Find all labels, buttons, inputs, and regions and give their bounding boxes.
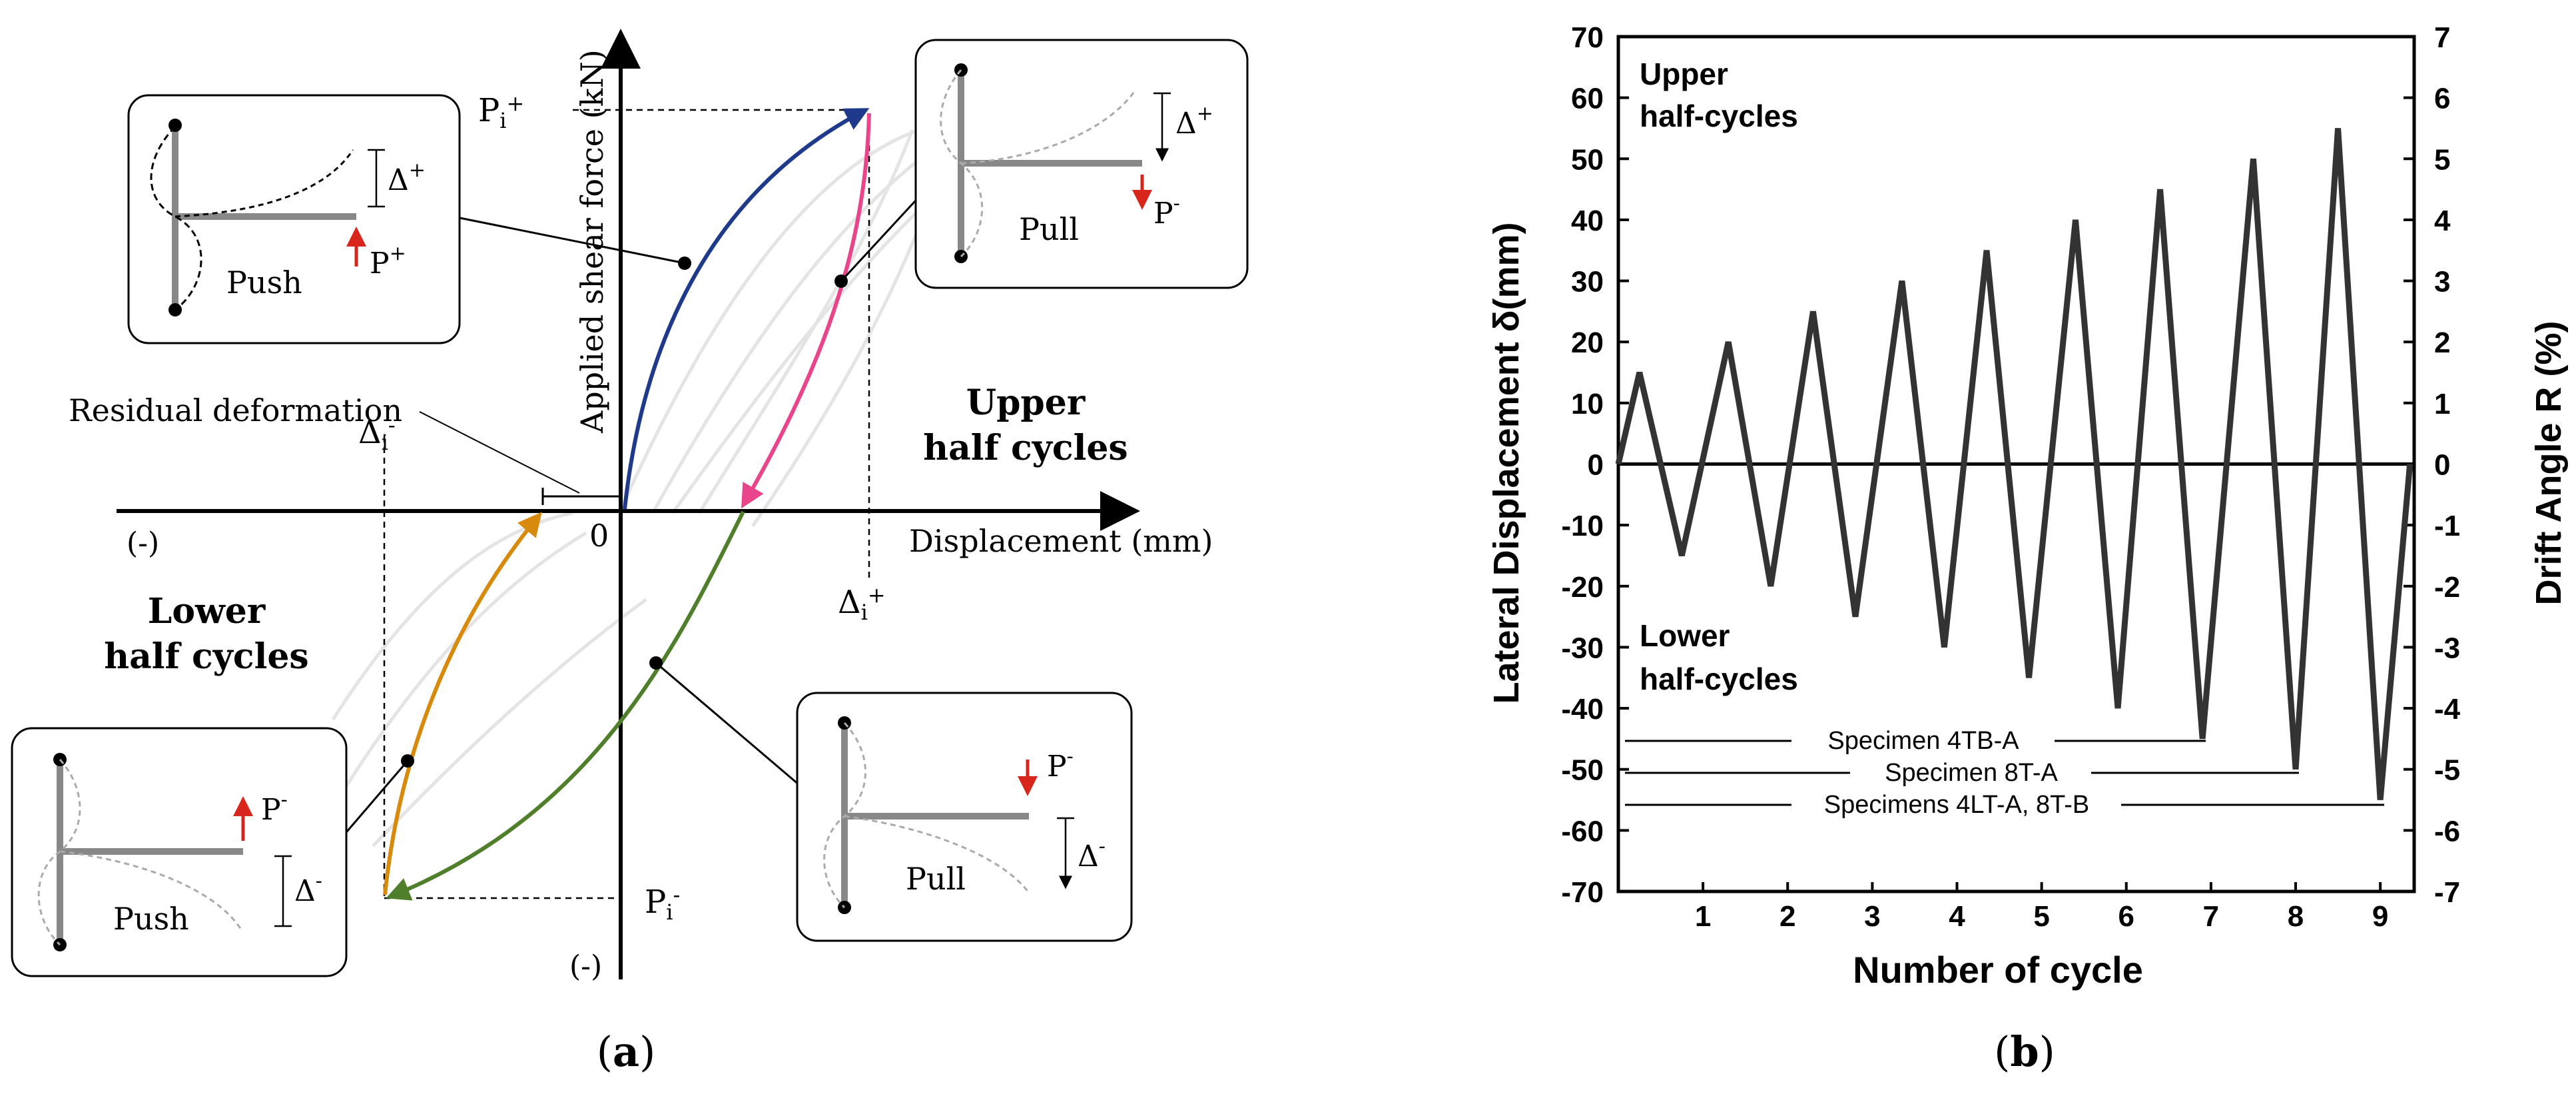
delta-i-minus-label: Δi- <box>358 412 396 455</box>
y-tick-label-left: -10 <box>1561 510 1604 542</box>
neg-x-label: (-) <box>127 526 159 560</box>
svg-text:P-: P- <box>1153 192 1180 231</box>
spec-3-label: Specimens 4LT-A, 8T-B <box>1824 791 2089 819</box>
y-tick-label-right: 5 <box>2434 143 2450 176</box>
origin-label: 0 <box>589 518 609 554</box>
y-tick-label-left: -60 <box>1561 815 1604 847</box>
y-tick-label-right: 3 <box>2434 266 2450 298</box>
x-tick-label: 1 <box>1695 900 1711 933</box>
spec-2-label: Specimen 8T-A <box>1885 759 2058 787</box>
residual-marker <box>541 488 619 505</box>
p-i-minus-label: Pi- <box>645 882 680 925</box>
y-tick-label-left: 0 <box>1588 449 1604 482</box>
y-axis-title-right: Drift Angle R (%) <box>2529 321 2569 606</box>
svg-text:P-: P- <box>261 788 288 827</box>
y-tick-label-right: -5 <box>2434 754 2460 787</box>
lower-label-2: half-cycles <box>1640 662 1798 696</box>
upper-label-2: half-cycles <box>1640 99 1798 133</box>
y-tick-label-left: 10 <box>1571 388 1604 420</box>
y-tick-label-left: 60 <box>1571 83 1604 115</box>
y-tick-label-right: 1 <box>2434 388 2450 420</box>
y-tick-label-right: 6 <box>2434 83 2450 115</box>
y-tick-label-left: 30 <box>1571 266 1604 298</box>
loading-curve-lower <box>383 512 542 895</box>
y-tick-label-left: 20 <box>1571 326 1604 359</box>
svg-text:Push: Push <box>226 265 302 300</box>
cycle-line <box>1615 128 2414 800</box>
upper-label-1: Upper <box>1640 57 1728 91</box>
unloading-curve-lower <box>386 510 745 901</box>
lower-half-title-2: half cycles <box>104 636 308 677</box>
spec-1-label: Specimen 4TB-A <box>1827 727 2019 755</box>
svg-text:Δ-: Δ- <box>294 869 322 908</box>
unloading-curve-upper <box>741 113 871 509</box>
y-axis-title-left: Lateral Displacement δ(mm) <box>1486 223 1526 704</box>
svg-text:P+: P+ <box>370 242 406 280</box>
upper-half-title-1: Upper <box>966 382 1086 423</box>
svg-text:Pull: Pull <box>1019 211 1079 247</box>
y-tick-label-left: -40 <box>1561 693 1604 726</box>
x-tick-label: 5 <box>2033 900 2049 933</box>
panel-b-label: (b) <box>1994 1027 2055 1076</box>
x-tick-label: 4 <box>1949 900 1965 933</box>
curve-points <box>401 257 848 768</box>
y-tick-label-right: -3 <box>2434 632 2460 664</box>
inset-pull-lower: Δ- P- Pull <box>796 692 1133 942</box>
y-tick-label-left: -70 <box>1561 876 1604 909</box>
y-tick-label-right: -4 <box>2434 693 2461 726</box>
y-tick-label-right: 4 <box>2434 205 2451 237</box>
svg-text:Δ+: Δ+ <box>388 159 426 197</box>
x-tick-label: 6 <box>2118 900 2134 933</box>
x-tick-label: 7 <box>2203 900 2219 933</box>
inset-push-upper: Δ+ P+ Push <box>127 94 461 344</box>
panel-a-label: (a) <box>597 1027 656 1076</box>
svg-text:Δ+: Δ+ <box>1175 102 1213 141</box>
y-tick-label-left: -30 <box>1561 632 1604 664</box>
loading-curve-upper <box>623 108 870 510</box>
y-tick-label-right: -6 <box>2434 815 2460 847</box>
residual-label: Residual deformation <box>69 392 402 428</box>
x-tick-label: 3 <box>1864 900 1880 933</box>
leaders <box>342 192 924 837</box>
specimen-leaders <box>1625 740 2384 806</box>
upper-half-title-2: half cycles <box>923 428 1127 468</box>
panel-a: Applied shear force (kN) Displacement (m… <box>11 29 1249 1076</box>
lower-label-1: Lower <box>1640 618 1730 653</box>
y-tick-label-right: -7 <box>2434 876 2460 909</box>
svg-text:Pull: Pull <box>906 861 966 897</box>
inset-pull-upper: Δ+ P- Pull <box>914 39 1249 289</box>
delta-i-plus-label: Δi+ <box>838 582 886 625</box>
p-i-plus-label: Pi+ <box>478 91 524 133</box>
y-tick-label-right: -2 <box>2434 571 2460 604</box>
y-tick-label-right: 2 <box>2434 326 2450 359</box>
guides <box>383 109 870 899</box>
svg-text:P-: P- <box>1047 745 1074 784</box>
lower-half-title-1: Lower <box>148 591 266 632</box>
y-axis-label: Applied shear force (kN) <box>574 49 610 434</box>
y-tick-label-left: -20 <box>1561 571 1604 604</box>
x-axis-label: Displacement (mm) <box>909 523 1213 559</box>
x-tick-label: 8 <box>2288 900 2304 933</box>
y-tick-label-right: 0 <box>2434 449 2450 482</box>
inset-push-lower: Δ- P- Push <box>11 727 348 977</box>
svg-text:Δ-: Δ- <box>1078 835 1106 873</box>
x-tick-label: 9 <box>2372 900 2388 933</box>
neg-y-label: (-) <box>569 949 602 983</box>
y-tick-label-right: 7 <box>2434 21 2450 54</box>
x-axis-title: Number of cycle <box>1853 949 2143 991</box>
y-tick-label-left: 40 <box>1571 205 1604 237</box>
y-tick-label-left: 70 <box>1571 21 1604 54</box>
y-tick-label-left: 50 <box>1571 143 1604 176</box>
x-tick-label: 2 <box>1779 900 1795 933</box>
y-tick-label-right: -1 <box>2434 510 2460 542</box>
y-tick-label-left: -50 <box>1561 754 1604 787</box>
svg-text:Push: Push <box>113 901 189 937</box>
panel-b: 706050403020100-10-20-30-40-50-60-707654… <box>1486 21 2569 1076</box>
